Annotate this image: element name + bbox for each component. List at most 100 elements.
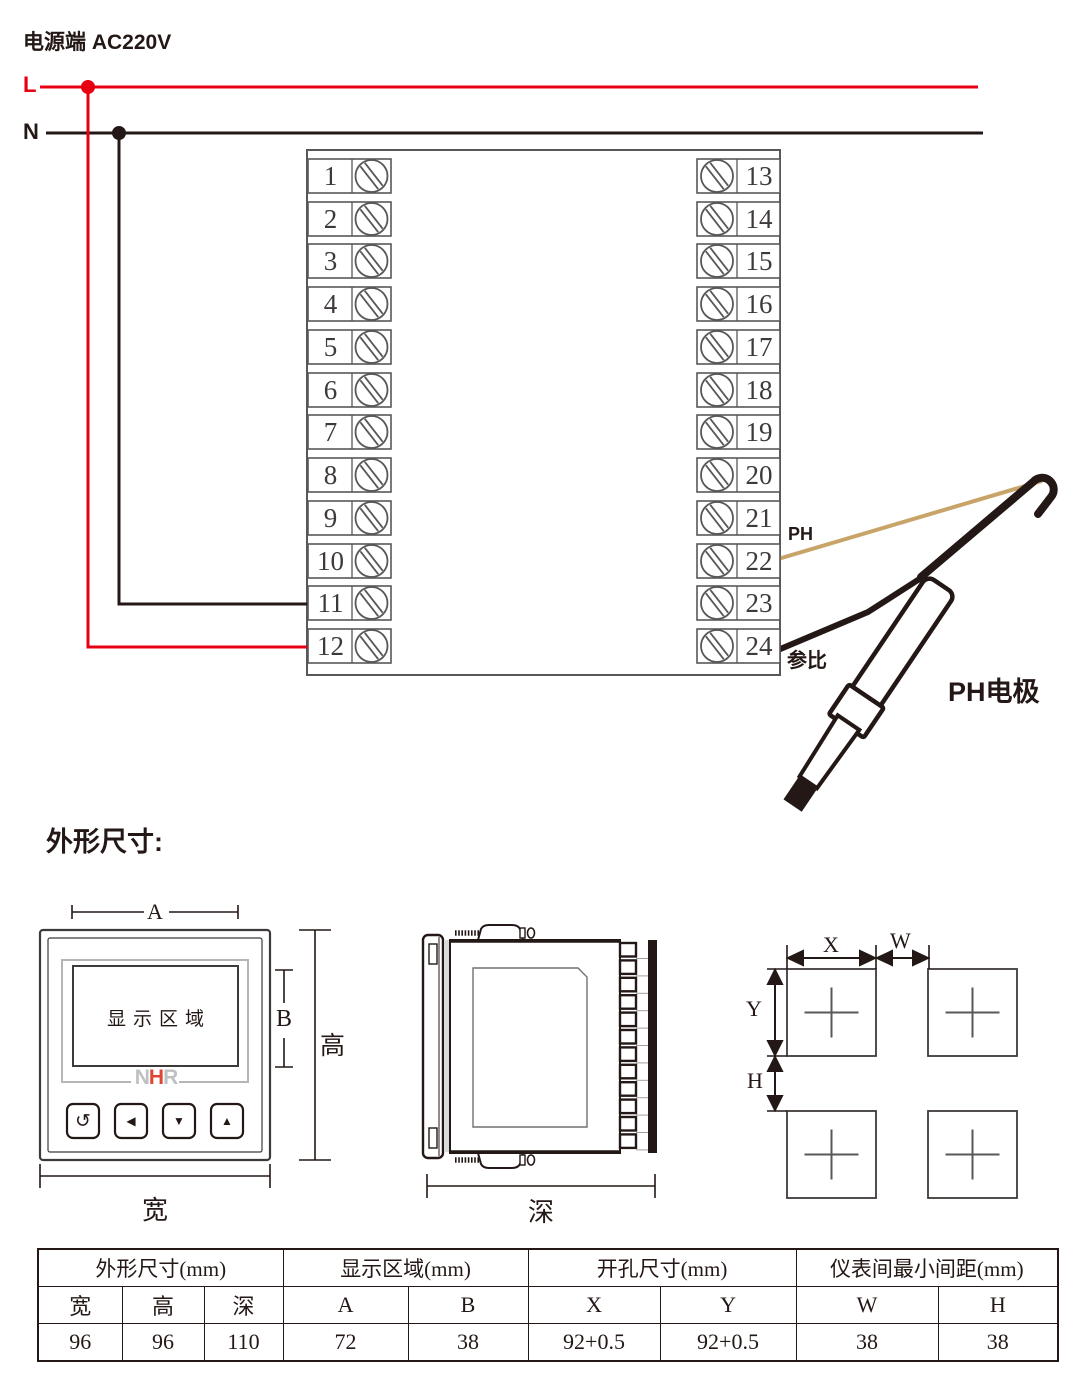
screw-icon [354,159,389,193]
terminal-number: 9 [323,503,338,533]
terminal-number: 7 [323,417,338,447]
col-header: A [282,1286,409,1324]
side-terminal-strip [618,941,648,1151]
screw-icon [354,287,389,321]
screw-icon [354,244,389,278]
reference-label: 参比 [787,650,827,672]
electrode-cable [917,473,1058,581]
terminal-number: 3 [323,246,338,276]
dim-a-lines [71,905,239,919]
outline-drawings [38,905,1018,1199]
dim-depth-lines [426,1174,656,1198]
terminal-number: 14 [745,204,773,234]
outline-heading: 外形尺寸: [46,827,163,857]
screw-icon [354,330,389,364]
terminal-number: 13 [745,161,773,191]
up-arrow-icon: ▲ [221,1114,233,1128]
spec-table: 外形尺寸(mm) 显示区域(mm) 开孔尺寸(mm) 仪表间最小间距(mm) 宽… [37,1248,1060,1362]
screw-icon [354,415,389,449]
screw-icon [700,330,734,364]
screw-icon [354,373,389,407]
dim-w-label: W [890,928,911,953]
terminal-number: 2 [323,204,338,234]
terminal-number: 22 [745,546,773,576]
screw-icon [354,586,389,620]
screw-icon [700,202,734,236]
cutout-ticks [767,945,930,1112]
terminal-cells [307,158,781,664]
terminal-number: 8 [323,460,338,490]
table-group-row: 外形尺寸(mm) 显示区域(mm) 开孔尺寸(mm) 仪表间最小间距(mm) [37,1248,1059,1287]
screw-icon [354,629,389,663]
terminal-number: 5 [323,332,338,362]
neutral-junction-dot [112,126,126,140]
screw-icon [700,244,734,278]
dim-width-lines [39,1164,271,1188]
value-cell: 92+0.5 [659,1323,797,1362]
value-cell: 38 [937,1323,1059,1362]
col-header: H [937,1286,1059,1324]
dim-height-label: 高 [320,1033,346,1060]
table-value-row: 96 96 110 72 38 92+0.5 92+0.5 38 38 [37,1323,1059,1362]
down-arrow-icon: ▼ [173,1114,185,1128]
terminal-number: 10 [317,546,344,576]
col-header: 高 [121,1286,205,1324]
terminal-number: 19 [745,417,773,447]
display-area-rect [72,965,239,1067]
screw-icon [700,415,734,449]
col-header: Y [659,1286,797,1324]
loop-icon: ↺ [75,1110,91,1132]
terminal-number: 17 [745,332,773,362]
live-label: L [23,72,37,97]
screw-icon [700,629,734,663]
col-header: 宽 [37,1286,123,1324]
brand-logo: NHR [130,1066,182,1090]
screw-icon [700,586,734,620]
front-buttons [65,1102,245,1140]
group-display: 显示区域(mm) [282,1248,529,1287]
display-area-label: 显示区域 [106,1009,211,1030]
dim-depth-label: 深 [528,1198,555,1227]
cutout-arrows [766,949,931,1113]
terminal-number: 18 [745,375,773,405]
logo-h: H [148,1066,164,1089]
screw-icon [700,458,734,492]
dim-h-label: H [747,1068,763,1093]
terminal-number: 21 [745,503,773,533]
screw-icon [700,544,734,578]
side-view [421,924,657,1169]
screw-icon [354,202,389,236]
col-header: X [527,1286,661,1324]
col-header: W [795,1286,939,1324]
cutout-crosses [804,987,1000,1180]
value-cell: 96 [37,1323,123,1362]
screw-icon [354,501,389,535]
ph-wire [777,479,1043,561]
live-wire-drop [86,87,310,649]
col-header: B [407,1286,529,1324]
left-arrow-icon: ◀ [126,1114,136,1128]
terminal-number: 24 [745,631,773,661]
ph-label: PH [788,524,814,544]
dim-b-lines [275,969,293,1068]
col-header: 深 [203,1286,284,1324]
screw-icon [700,501,734,535]
screw-icon [354,458,389,492]
screw-icon [700,373,734,407]
electrode-label: PH电极 [948,677,1040,707]
screw-icon [700,159,734,193]
screw-icon [354,544,389,578]
dim-y-label: Y [746,996,762,1021]
group-cutout: 开孔尺寸(mm) [527,1248,797,1287]
dim-x-label: X [823,932,839,957]
reference-wire [775,575,924,653]
table-header-row: 宽 高 深 A B X Y W H [37,1286,1059,1324]
logo-r: R [163,1066,178,1089]
power-label: 电源端 AC220V [23,31,172,54]
group-spacing: 仪表间最小间距(mm) [795,1248,1059,1287]
dim-b-label: B [276,1006,293,1032]
wiring-diagram [40,80,1058,812]
terminal-number: 12 [317,631,344,661]
value-cell: 96 [121,1323,205,1362]
